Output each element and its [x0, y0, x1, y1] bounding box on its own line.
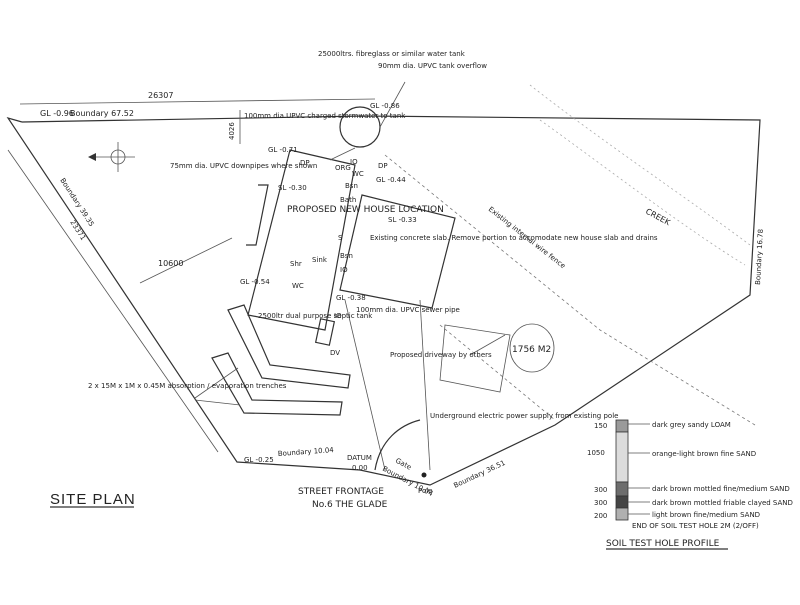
datum-label: DATUM [347, 454, 372, 462]
area-label: 1756 M2 [512, 345, 551, 355]
setback-dimension-line [139, 237, 233, 284]
fixture-wc-2: WC [292, 282, 304, 290]
soil-layer-5-swatch [615, 507, 629, 521]
level-tank: GL -0.86 [370, 102, 400, 110]
house-label: PROPOSED NEW HOUSE LOCATION [287, 205, 444, 215]
driveway-edge-right [419, 299, 431, 471]
stormwater-note: 100mm dia.UPVC charged stormwater to tan… [244, 112, 406, 120]
property-boundary [6, 115, 761, 486]
soil-layer-1-label: dark grey sandy LOAM [652, 421, 731, 429]
stormwater-pipe [329, 147, 356, 161]
level-slab: SL -0.33 [388, 216, 417, 224]
power-line [439, 324, 556, 421]
soil-layer-2-label: orange-light brown fine SAND [652, 450, 756, 458]
pole-label: Pole [418, 487, 433, 495]
soil-profile-title: SOIL TEST HOLE PROFILE [606, 539, 720, 549]
soil-layer-4-swatch [615, 495, 629, 509]
soil-layer-2-swatch [615, 431, 629, 483]
street-frontage-line2: No.6 THE GLADE [312, 500, 388, 510]
wire-fence-line [384, 154, 756, 426]
fixture-dp-1: DP [300, 159, 310, 167]
level-top-left: GL -0.96 [40, 109, 74, 118]
soil-layer-3-label: dark brown mottled fine/medium SAND [652, 485, 790, 493]
septic-note: 2500ltr dual purpose septic tank [258, 312, 373, 320]
tank-offset-label: 4026 [228, 122, 236, 140]
left-dimension-line [7, 149, 219, 453]
soil-layer-3-depth: 300 [594, 486, 607, 494]
fixture-bsn-2: Bsn [340, 252, 353, 260]
house-label-text: PROPOSED NEW HOUSE LOCATION [287, 205, 444, 215]
soil-layer-2-depth: 1050 [587, 449, 605, 457]
area-marker [439, 324, 511, 393]
fixture-shr: Shr [290, 260, 302, 268]
top-dimension-line [19, 98, 376, 105]
fixture-dp-2: DP [378, 162, 388, 170]
pole-icon [421, 472, 427, 478]
soil-layer-5-label: light brown fine/medium SAND [652, 511, 760, 519]
boundary-right-label: Boundary 16.78 [754, 229, 765, 285]
soil-layer-3-swatch [615, 481, 629, 497]
gate-label: Gate [394, 457, 413, 472]
area-circle [509, 323, 555, 373]
trench-leader-1 [194, 367, 239, 399]
datum-value: 0.00 [352, 464, 368, 472]
boundary-top-label: Boundary 67.52 [70, 109, 134, 118]
creek-line-upper [529, 84, 751, 246]
soil-end-note: END OF SOIL TEST HOLE 2M (2/OFF) [632, 522, 759, 530]
fixture-io-1: IO [350, 158, 358, 166]
boundary-bottom-right-label: Boundary 36.51 [452, 459, 506, 490]
level-house-sl: SL -0.30 [278, 184, 307, 192]
sewer-note: 100mm dia. UPVC sewer pipe [356, 306, 460, 314]
level-bottom-left: GL -0.25 [244, 456, 274, 464]
fixture-io-2: IO [340, 266, 348, 274]
fixture-sink: Sink [312, 256, 328, 264]
tank-overflow-pipe [379, 81, 406, 128]
downpipes-note: 75mm dia. UPVC downpipes where shown [170, 162, 317, 170]
driveway-edge-left [344, 299, 386, 471]
house-deck [246, 184, 269, 246]
existing-slab-note: Existing concrete slab. Remove portion t… [370, 234, 658, 242]
left-dimension-label: 23371 [68, 219, 87, 242]
trench-leader-2 [194, 399, 241, 406]
water-tank-note: 25000ltrs. fibreglass or similar water t… [318, 50, 466, 58]
north-arrow-icon [88, 142, 135, 172]
fixture-wc-1: WC [352, 170, 364, 178]
soil-layer-5-depth: 200 [594, 512, 607, 520]
fixture-io-3: IO [334, 312, 342, 320]
tank-overflow-note: 90mm dia. UPVC tank overflow [378, 62, 487, 70]
fixture-org: ORG [335, 164, 351, 172]
top-dimension-label: 26307 [148, 91, 173, 100]
soil-layer-4-label: dark brown mottled friable clayed SAND [652, 499, 793, 507]
setback-label: 10600 [158, 259, 183, 268]
driveway-note: Proposed driveway by others [390, 351, 492, 359]
fixture-bath: Bath [340, 196, 356, 204]
area-leader [469, 334, 506, 356]
fixture-s: S [338, 234, 343, 242]
trench-lower [211, 352, 343, 416]
level-house-w: GL -0.54 [240, 278, 270, 286]
street-frontage-line1: STREET FRONTAGE [298, 487, 384, 497]
gate-arc [374, 419, 421, 471]
level-house-s: GL -0.38 [336, 294, 366, 302]
creek-line-lower [539, 119, 746, 266]
electric-note: Underground electric power supply from e… [430, 412, 618, 420]
creek-label: CREEK [644, 207, 672, 228]
trenches-note: 2 x 15M x 1M x 0.45M absorption / evapor… [88, 382, 287, 390]
septic-tank [314, 318, 336, 346]
trench-upper [227, 304, 351, 389]
soil-layer-1-swatch [615, 419, 629, 433]
boundary-bottom-left-label: Boundary 10.04 [278, 446, 335, 458]
proposed-house [247, 149, 356, 331]
fixture-dv: DV [330, 349, 340, 357]
soil-layer-1-depth: 150 [594, 422, 607, 430]
level-house-ne: GL -0.44 [376, 176, 406, 184]
soil-profile: 150 1050 300 300 200 dark grey sandy LOA… [587, 419, 793, 550]
fixture-bsn-1: Bsn [345, 182, 358, 190]
soil-layer-4-depth: 300 [594, 499, 607, 507]
existing-slab [339, 194, 456, 309]
site-plan-title: SITE PLAN [50, 491, 136, 508]
level-house-nw: GL -0.71 [268, 146, 298, 154]
